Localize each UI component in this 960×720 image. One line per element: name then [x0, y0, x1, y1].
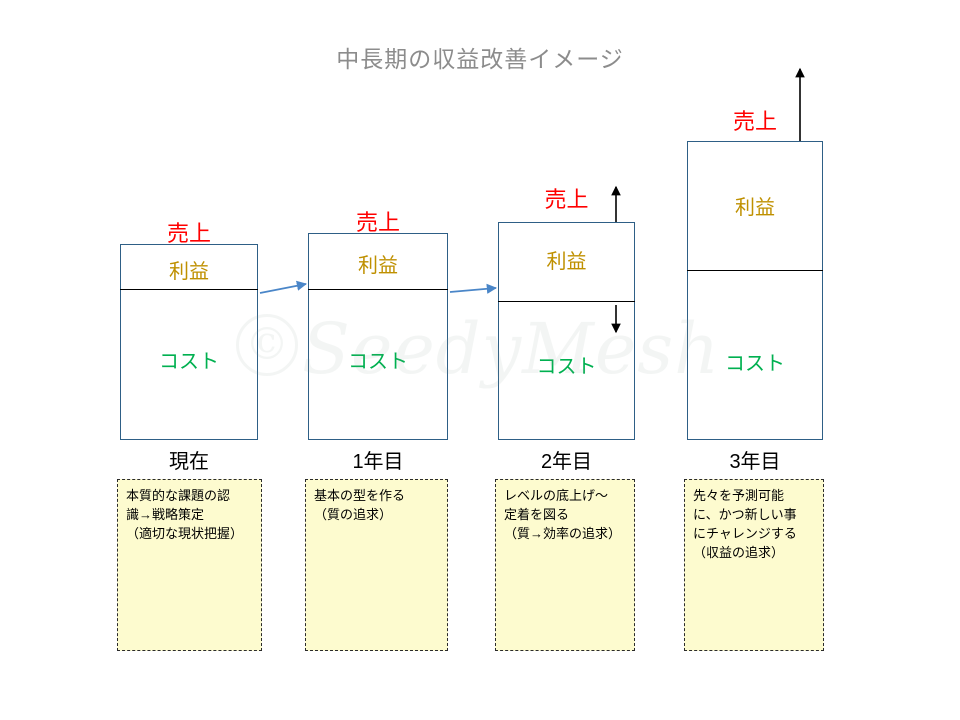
divider-current	[120, 289, 258, 290]
bar-year3[interactable]: 利益 コスト	[687, 141, 823, 440]
note-current[interactable]: 本質的な課題の認 識→戦略策定 （適切な現状把握）	[117, 479, 262, 651]
cost-label-year2: コスト	[536, 356, 597, 378]
divider-year1	[308, 289, 448, 290]
sales-label-year1: 売上	[355, 210, 400, 235]
sales-label-year3: 売上	[732, 109, 777, 134]
sales-label-year2: 売上	[544, 187, 589, 212]
axis-label-year2: 2年目	[540, 451, 593, 473]
profit-label-year1: 利益	[358, 255, 398, 277]
note-year2[interactable]: レベルの底上げ～ 定着を図る （質→効率の追求）	[495, 479, 635, 651]
note-year3[interactable]: 先々を予測可能 に、かつ新しい事 にチャレンジする （収益の追求）	[684, 479, 824, 651]
divider-year2	[498, 301, 635, 302]
axis-label-current: 現在	[169, 451, 209, 473]
profit-label-current: 利益	[169, 261, 209, 283]
watermark: © SeedyMesh	[232, 300, 732, 420]
connector-arrow-year1-to-year2	[449, 283, 498, 294]
profit-label-year3: 利益	[735, 197, 775, 219]
divider-year3	[687, 270, 823, 271]
bar-year1[interactable]: 利益 コスト	[308, 233, 448, 440]
bar-year2[interactable]: 利益 コスト	[498, 222, 635, 440]
page-title: 中長期の収益改善イメージ	[336, 46, 624, 72]
cost-label-year3: コスト	[725, 353, 785, 375]
axis-label-year3: 3年目	[729, 451, 781, 473]
axis-label-year1: 1年目	[352, 451, 404, 473]
sales-label-current: 売上	[166, 221, 211, 246]
profit-label-year2: 利益	[546, 251, 587, 273]
cost-label-current: コスト	[159, 351, 219, 373]
bar-current[interactable]: 利益 コスト	[120, 244, 258, 440]
connector-arrow-current-to-year1	[259, 280, 308, 294]
cost-label-year1: コスト	[348, 351, 408, 373]
note-year1[interactable]: 基本の型を作る （質の追求）	[305, 479, 448, 651]
